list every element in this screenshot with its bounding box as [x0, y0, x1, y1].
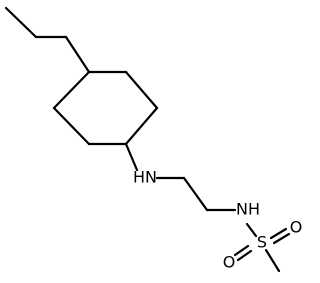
bond-nh-to-s — [245, 222, 258, 238]
bond-ring-to-hn — [124, 142, 139, 172]
bond-ch2-ch2 — [182, 176, 209, 212]
bond-s-o-top-a — [269, 227, 288, 240]
atom-label-amine-hn: HN — [133, 168, 157, 187]
atom-label-oxygen-bottom: O — [223, 253, 236, 272]
atom-label-sulfonamide-nh: NH — [236, 200, 260, 219]
bond-ring-5 — [124, 70, 159, 110]
bond-ring-1 — [52, 70, 91, 110]
atom-label-sulfur: S — [257, 233, 267, 252]
bond-s-o-bottom-b — [236, 249, 253, 262]
bond-propyl-3 — [64, 35, 91, 74]
bond-ring-4 — [124, 106, 159, 146]
chemical-structure-diagram: HN NH S O O — [4, 6, 303, 273]
bond-s-o-bottom-a — [233, 244, 250, 257]
atom-label-oxygen-top: O — [290, 218, 303, 237]
bond-ring-2 — [52, 106, 91, 146]
bond-s-o-top-b — [272, 232, 291, 245]
bond-propyl-1 — [4, 6, 38, 39]
molecule-svg: HN NH S O O — [4, 6, 303, 273]
bond-s-to-methyl — [264, 248, 281, 273]
